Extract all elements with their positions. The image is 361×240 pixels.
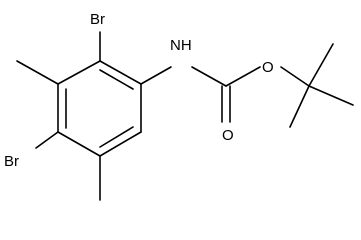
atom-label-nh: NH	[170, 37, 192, 54]
bond-carbonyl-o-ester	[225, 66, 261, 87]
bond-c2-nh	[140, 66, 172, 85]
atom-label-o-carbonyl: O	[222, 127, 234, 144]
bond-c5-br	[35, 131, 59, 149]
molecule-structure: Br Br NH O O	[4, 11, 354, 201]
atom-label-o-ester: O	[262, 59, 274, 76]
bond-c6-methyl	[16, 60, 59, 85]
ring-bond-c6-c1	[57, 60, 101, 85]
ring-bond-c3-c4	[99, 131, 142, 157]
bond-tbutyl-methyl-right	[308, 85, 354, 106]
bond-tbutyl-methyl-down	[289, 85, 310, 128]
atom-label-br-left: Br	[4, 153, 19, 170]
ring-bond-c1-c2	[99, 60, 142, 85]
ring-double-bond-inner-1	[99, 69, 134, 90]
bond-tbutyl-methyl-up	[308, 43, 334, 87]
benzene-ring	[57, 60, 142, 157]
bond-o-tbutyl	[280, 66, 310, 87]
bond-nh-carbonyl	[191, 66, 227, 87]
ring-bond-c4-c5	[57, 131, 101, 157]
atom-label-br-top: Br	[90, 11, 105, 28]
ring-double-bond-inner-2	[99, 126, 134, 148]
